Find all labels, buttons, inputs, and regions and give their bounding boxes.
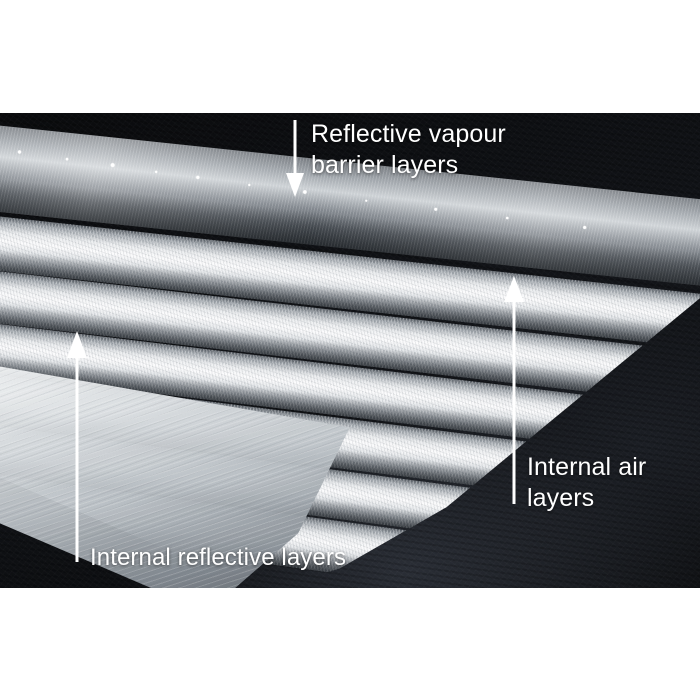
arrow-up-internal-air — [504, 276, 524, 504]
arrow-down-vapour-barrier — [286, 120, 304, 197]
label-internal-reflective-layers: Internal reflective layers — [90, 544, 347, 571]
label-reflective-vapour-barrier-layers: Reflective vapour barrier layers — [311, 120, 506, 179]
label-internal-air-layers: Internal air layers — [527, 453, 647, 512]
insulation-photograph — [0, 113, 700, 588]
arrow-up-internal-reflective — [67, 331, 87, 562]
